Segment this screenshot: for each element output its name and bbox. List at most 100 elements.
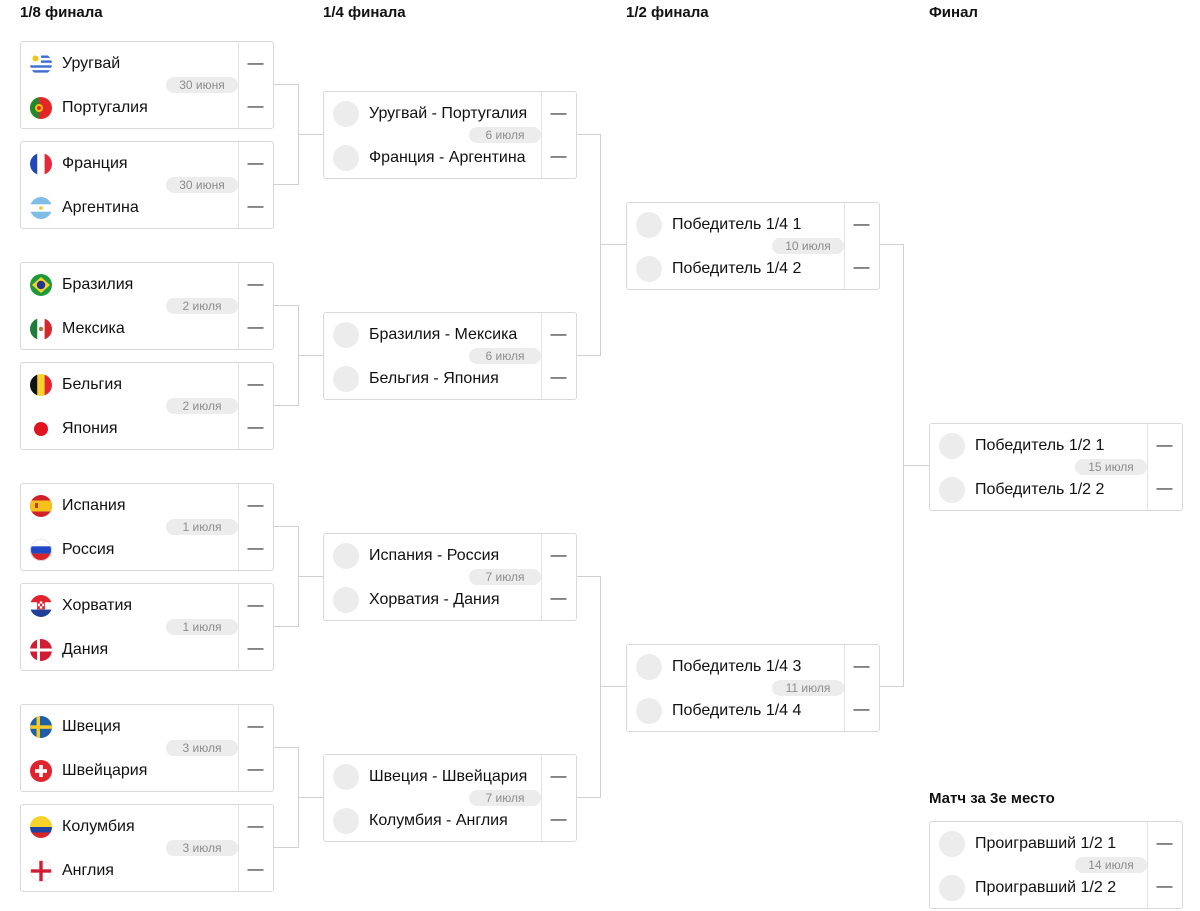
sf-match-2[interactable]: Победитель 1/4 3 Победитель 1/4 4 — — 11… — [626, 644, 880, 732]
team-row: Япония — [21, 407, 239, 450]
france-flag-icon — [30, 152, 52, 175]
team-name: Уругвай — [62, 54, 121, 72]
team-name: Швеция - Швейцария — [369, 767, 528, 785]
team-row: Швеция - Швейцария — [324, 755, 542, 798]
bracket-connector — [880, 244, 904, 687]
round-of-16-header: 1/8 финала — [20, 4, 103, 21]
score: — — [550, 767, 567, 785]
score-column: — — — [238, 363, 273, 449]
team-row: Победитель 1/2 1 — [930, 424, 1148, 467]
score-column: — — — [238, 142, 273, 228]
score: — — [247, 197, 264, 215]
match-date: 3 июля — [166, 740, 238, 756]
team-name: Англия — [62, 861, 114, 879]
r16-match-4[interactable]: Бельгия Япония — — 2 июля — [20, 362, 274, 450]
score: — — [247, 860, 264, 878]
r16-match-8[interactable]: Колумбия Англия — — 3 июля — [20, 804, 274, 892]
team-row: Португалия — [21, 86, 239, 129]
bracket-connector — [274, 747, 299, 848]
match-date: 1 июля — [166, 519, 238, 535]
match-date: 7 июля — [469, 790, 541, 806]
japan-flag-icon — [30, 417, 52, 440]
match-date: 3 июля — [166, 840, 238, 856]
score: — — [247, 54, 264, 72]
team-name: Хорватия — [62, 596, 133, 614]
match-date: 30 июня — [166, 77, 238, 93]
score: — — [1156, 877, 1173, 895]
third-place-header: Матч за 3е место — [929, 790, 1055, 807]
bracket-connector — [903, 465, 929, 466]
final-match[interactable]: Победитель 1/2 1 Победитель 1/2 2 — — 15… — [929, 423, 1183, 511]
score: — — [550, 810, 567, 828]
qf-match-4[interactable]: Швеция - Швейцария Колумбия - Англия — —… — [323, 754, 577, 842]
score: — — [853, 657, 870, 675]
r16-match-1[interactable]: Уругвай Португалия — — 30 июня — [20, 41, 274, 129]
team-name: Испания - Россия — [369, 546, 500, 564]
team-name: Бразилия - Мексика — [369, 325, 518, 343]
match-date: 30 июня — [166, 177, 238, 193]
team-placeholder-icon — [333, 542, 359, 569]
denmark-flag-icon — [30, 638, 52, 661]
score: — — [247, 375, 264, 393]
quarterfinal-header: 1/4 финала — [323, 4, 406, 21]
brazil-flag-icon — [30, 273, 52, 296]
team-name: Швейцария — [62, 761, 148, 779]
team-row: Уругвай - Португалия — [324, 92, 542, 135]
spain-flag-icon — [30, 494, 52, 517]
score: — — [247, 817, 264, 835]
team-row: Франция - Аргентина — [324, 136, 542, 179]
score-column: — — — [541, 313, 576, 399]
belgium-flag-icon — [30, 373, 52, 396]
team-name: Россия — [62, 540, 115, 558]
team-name: Испания — [62, 496, 126, 514]
score: — — [550, 147, 567, 165]
sf-match-1[interactable]: Победитель 1/4 1 Победитель 1/4 2 — — 10… — [626, 202, 880, 290]
score: — — [550, 589, 567, 607]
bracket-connector — [600, 686, 626, 687]
score: — — [550, 546, 567, 564]
match-date: 14 июля — [1075, 857, 1147, 873]
team-name: Победитель 1/4 1 — [672, 215, 802, 233]
team-row: Швеция — [21, 705, 239, 748]
r16-match-7[interactable]: Швеция Швейцария — — 3 июля — [20, 704, 274, 792]
team-placeholder-icon — [636, 211, 662, 238]
team-row: Уругвай — [21, 42, 239, 85]
score: — — [247, 760, 264, 778]
score: — — [550, 368, 567, 386]
r16-match-5[interactable]: Испания Россия — — 1 июля — [20, 483, 274, 571]
qf-match-1[interactable]: Уругвай - Португалия Франция - Аргентина… — [323, 91, 577, 179]
team-row: Победитель 1/4 3 — [627, 645, 845, 688]
team-name: Колумбия - Англия — [369, 811, 508, 829]
team-name: Победитель 1/2 2 — [975, 480, 1105, 498]
bracket-connector — [298, 134, 323, 135]
third-place-match[interactable]: Проигравший 1/2 1 Проигравший 1/2 2 — — … — [929, 821, 1183, 909]
semifinal-header: 1/2 финала — [626, 4, 709, 21]
score-column: — — — [541, 755, 576, 841]
team-row: Бельгия - Япония — [324, 357, 542, 400]
r16-match-6[interactable]: Хорватия Дания — — 1 июля — [20, 583, 274, 671]
team-row: Проигравший 1/2 2 — [930, 866, 1148, 909]
team-name: Победитель 1/4 2 — [672, 259, 802, 277]
match-date: 6 июля — [469, 348, 541, 364]
team-name: Франция - Аргентина — [369, 148, 526, 166]
team-row: Хорватия — [21, 584, 239, 627]
team-name: Франция — [62, 154, 128, 172]
bracket-connector — [274, 526, 299, 627]
match-date: 6 июля — [469, 127, 541, 143]
team-name: Колумбия — [62, 817, 135, 835]
bracket-connector — [577, 134, 601, 356]
team-placeholder-icon — [939, 432, 965, 459]
r16-match-3[interactable]: Бразилия Мексика — — 2 июля — [20, 262, 274, 350]
switzerland-flag-icon — [30, 759, 52, 782]
score: — — [247, 596, 264, 614]
score: — — [853, 215, 870, 233]
score: — — [247, 275, 264, 293]
argentina-flag-icon — [30, 196, 52, 219]
qf-match-3[interactable]: Испания - Россия Хорватия - Дания — — 7 … — [323, 533, 577, 621]
qf-match-2[interactable]: Бразилия - Мексика Бельгия - Япония — — … — [323, 312, 577, 400]
score-column: — — — [541, 534, 576, 620]
score: — — [1156, 834, 1173, 852]
team-row: Победитель 1/4 1 — [627, 203, 845, 246]
r16-match-2[interactable]: Франция Аргентина — — 30 июня — [20, 141, 274, 229]
score-column: — — — [238, 484, 273, 570]
